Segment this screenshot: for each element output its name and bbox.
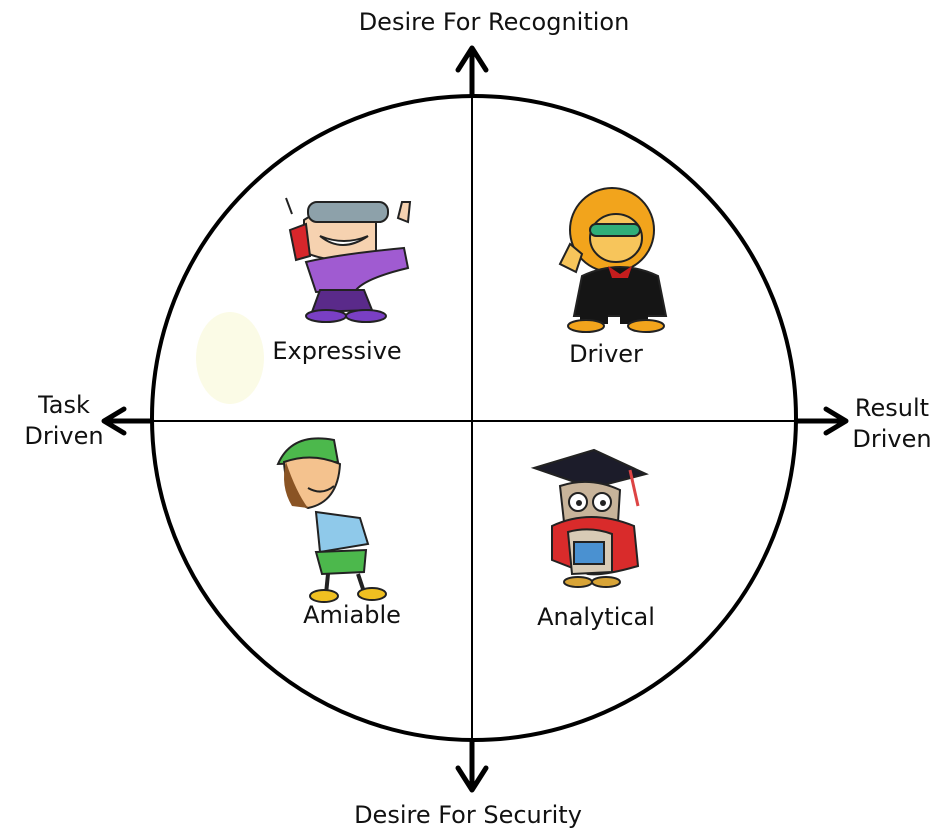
amiable-boy-icon [276,437,387,603]
left-axis-label: Task Driven [18,390,110,452]
lion-driver-icon [558,187,668,333]
highlight-smudge [196,312,264,404]
arrow-right-icon [823,406,849,436]
quadrant-label-driver: Driver [569,340,643,368]
right-axis-label-line2: Driven [852,425,932,453]
expressive-character-icon [285,197,412,323]
left-axis-label-line2: Driven [24,422,104,450]
owl-analytical-icon [530,448,649,588]
quadrant-label-expressive: Expressive [272,337,402,365]
left-axis-label-line1: Task [38,391,90,419]
quadrant-label-amiable: Amiable [303,601,401,629]
bottom-axis-label: Desire For Security [354,801,582,829]
arrow-down-icon [455,765,489,793]
arrow-up-icon [455,45,489,73]
quadrant-label-analytical: Analytical [537,603,655,631]
arrow-left-icon [101,406,127,436]
right-axis-label-line1: Result [854,394,930,422]
outer-circle [150,94,798,742]
right-axis-label: Result Driven [846,393,938,455]
top-axis-label: Desire For Recognition [358,8,630,36]
